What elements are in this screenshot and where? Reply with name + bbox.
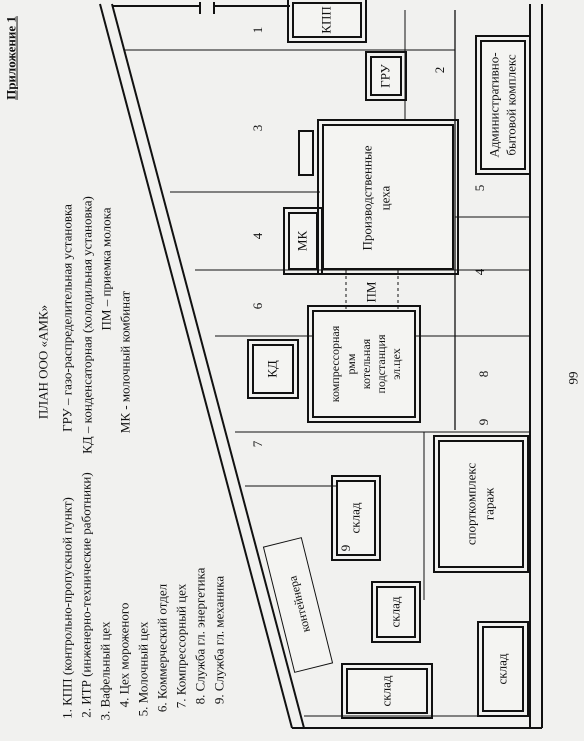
production-building — [317, 119, 459, 275]
zone-number-8: 8 — [476, 370, 491, 378]
kd-building — [247, 339, 299, 399]
zone-number-4b: 4 — [472, 268, 487, 276]
warehouse-1-label: склад — [347, 502, 363, 534]
sport-label-line1: спорткомплекс — [463, 462, 479, 546]
admin-label-line2: бытовой комплекс — [503, 54, 519, 156]
sport-complex — [433, 435, 529, 573]
compressor-label-line5: эл.цех — [389, 348, 404, 380]
compressor-label-line3: котельная — [359, 338, 374, 390]
zone-number-4a: 4 — [250, 232, 265, 240]
warehouse-2 — [371, 581, 421, 643]
zone-number-1: 1 — [250, 26, 265, 34]
zone-number-9b: 9 — [338, 544, 353, 552]
kd-label: КД — [264, 360, 280, 378]
zone-number-5: 5 — [472, 184, 487, 192]
production-label-line2: цеха — [377, 185, 393, 211]
production-label-line1: Производственные — [359, 145, 375, 251]
warehouse-1 — [331, 475, 381, 561]
compressor-building — [307, 305, 421, 423]
zone-number-3: 3 — [250, 124, 265, 132]
small-structure — [298, 130, 314, 176]
gru-building — [365, 51, 407, 101]
warehouse-3-label: склад — [378, 675, 394, 707]
gru-label: ГРУ — [377, 64, 393, 88]
compressor-label-line1: компрессорная — [328, 325, 343, 403]
mk-label: МК — [294, 230, 310, 252]
compressor-label-line2: рмм — [344, 353, 359, 375]
zone-number-2: 2 — [432, 66, 447, 74]
admin-building — [475, 35, 531, 175]
warehouse-3 — [341, 663, 433, 719]
zone-number-9a: 9 — [476, 418, 491, 426]
mk-building — [283, 207, 323, 275]
warehouse-4 — [477, 621, 529, 717]
warehouse-4-label: склад — [494, 653, 510, 685]
sport-label-line2: гараж — [481, 487, 497, 521]
page-number: 99 — [565, 371, 581, 385]
kpp-label: КПП — [318, 6, 334, 34]
warehouse-2-label: склад — [387, 596, 403, 628]
admin-label-line1: Административно- — [486, 52, 502, 158]
pm-label: ПМ — [363, 281, 379, 303]
zone-number-6: 6 — [250, 302, 265, 310]
compressor-label-line4: подстанция — [374, 334, 389, 394]
zone-number-7: 7 — [250, 440, 265, 448]
kpp-building — [287, 0, 367, 43]
